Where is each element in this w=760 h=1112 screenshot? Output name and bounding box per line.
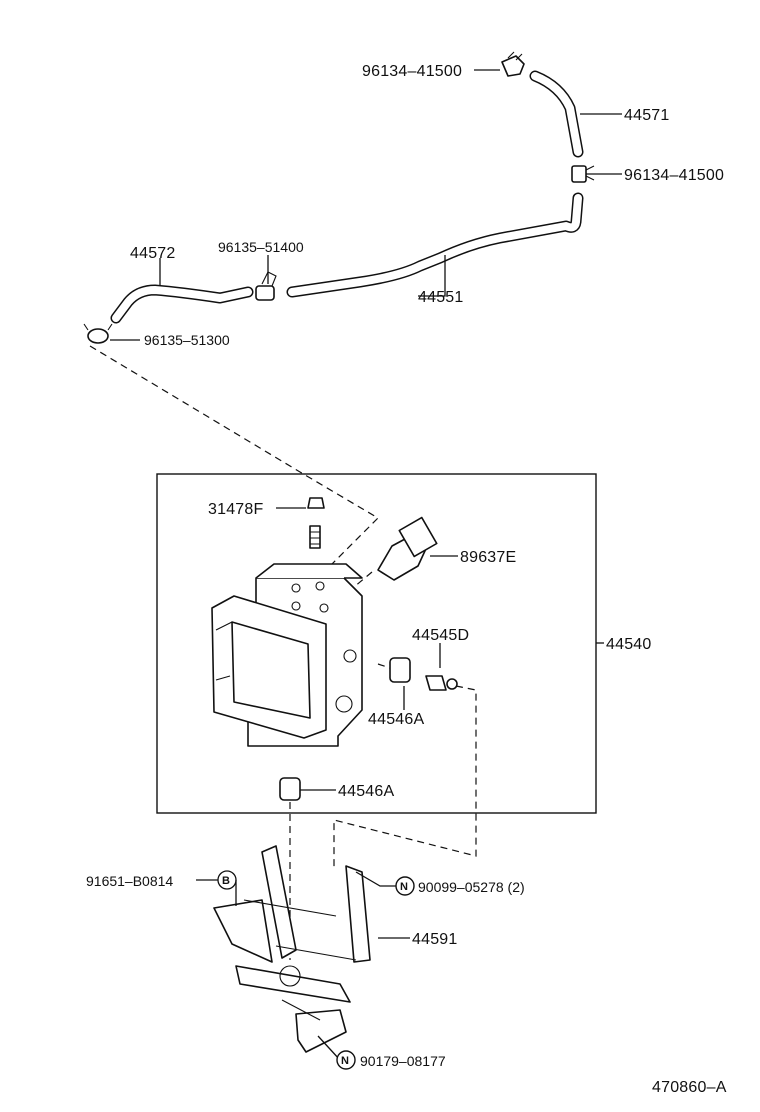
bracket-44591	[213, 845, 371, 1053]
label-tube-main: 44551	[418, 289, 464, 306]
label-clamp-right: 96134–41500	[624, 167, 724, 184]
diagram-id: 470860–A	[652, 1079, 727, 1096]
fitting	[309, 525, 321, 549]
cushion-side	[389, 657, 411, 683]
label-hose-upper: 44571	[624, 107, 670, 124]
label-clamp-mid: 96135–51400	[218, 239, 304, 255]
hose-44571	[529, 70, 584, 158]
label-bracket: 44591	[412, 931, 458, 948]
label-nut-bottom: 90179–08177	[360, 1053, 446, 1069]
tube-44551	[286, 192, 584, 298]
label-hose-left: 44572	[130, 245, 176, 262]
bolt-44545D	[425, 675, 458, 691]
label-cushion-bottom: 44546A	[338, 783, 394, 800]
clamp-mid	[255, 271, 277, 301]
cap-31478F	[307, 497, 325, 509]
sensor-89637E	[377, 516, 438, 581]
label-clamp-left: 96135–51300	[144, 332, 230, 348]
svg-text:B: B	[222, 875, 230, 887]
badge-n2: N	[336, 1050, 356, 1070]
label-cushion-side: 44546A	[368, 711, 424, 728]
svg-text:N: N	[400, 881, 408, 893]
label-bolt: 44545D	[412, 627, 469, 644]
label-nut-n: 90099–05278 (2)	[418, 879, 525, 895]
hose-44572	[110, 284, 254, 324]
label-actuator-assy: 44540	[606, 636, 652, 653]
label-sensor: 89637E	[460, 549, 516, 566]
svg-text:N: N	[341, 1055, 349, 1067]
clamp-upper	[501, 51, 525, 77]
badge-b: B	[222, 875, 230, 887]
actuator-body	[211, 563, 363, 747]
label-clamp-upper: 96134–41500	[362, 63, 462, 80]
label-cap: 31478F	[208, 501, 263, 518]
badge-n1: N	[395, 876, 415, 896]
cushion-bottom	[279, 777, 301, 801]
clamp-left	[83, 323, 113, 344]
label-bolt-b: 91651–B0814	[86, 873, 173, 889]
